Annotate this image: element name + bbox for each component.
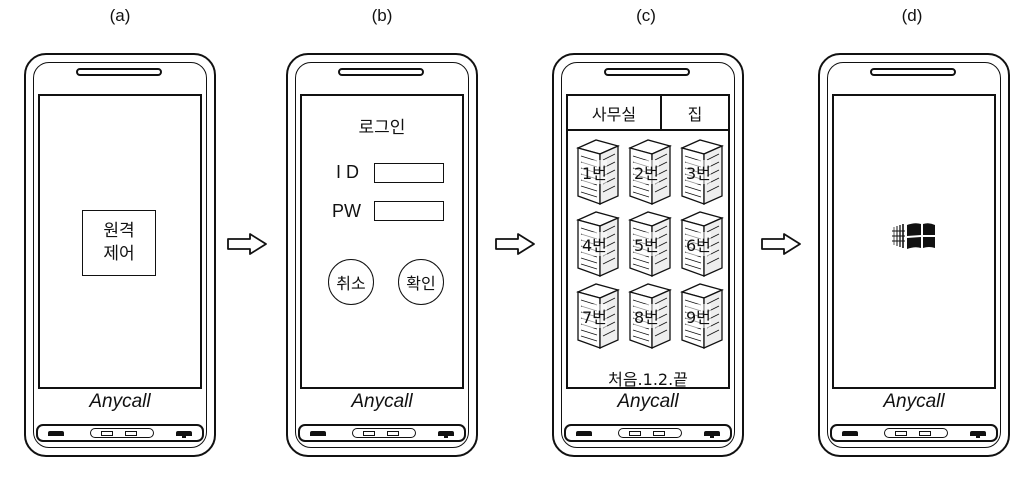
server-tile[interactable]: 3번: [678, 138, 726, 206]
server-label: 7번: [582, 304, 607, 328]
server-tile[interactable]: 5번: [626, 210, 674, 278]
pw-label: PW: [332, 201, 361, 221]
hardware-keybar: [298, 424, 466, 442]
brand-label: Anycall: [351, 391, 413, 412]
end-key-icon[interactable]: [704, 431, 720, 438]
menu-key[interactable]: [618, 428, 682, 438]
server-tile[interactable]: 1번: [574, 138, 622, 206]
end-key-icon[interactable]: [438, 431, 454, 438]
server-label: 6번: [686, 232, 711, 256]
panel-label-c: (c): [636, 6, 656, 25]
server-tile[interactable]: 8번: [626, 282, 674, 350]
speaker-grille: [76, 68, 162, 76]
server-label: 4번: [582, 232, 607, 256]
call-key-icon[interactable]: [48, 431, 64, 436]
menu-key[interactable]: [90, 428, 154, 438]
arrow-right-icon: [495, 233, 535, 255]
speaker-grille: [870, 68, 956, 76]
tab-office[interactable]: 사무실: [591, 104, 637, 124]
phone-a: 원격 제어 Anycall: [24, 53, 216, 457]
phone-c: 사무실 집 1번 2번 3번 4번 5번 6번 7번 8번 9번 처음.1.2.끝 Anycal…: [552, 53, 744, 457]
brand-label: Anycall: [89, 391, 151, 412]
phone-bezel: [561, 62, 735, 448]
phone-b: 로그인 I D PW 취소 확인 Anycall: [286, 53, 478, 457]
call-key-icon[interactable]: [576, 431, 592, 436]
panel-label-b: (b): [371, 6, 393, 25]
cancel-button[interactable]: 취소: [328, 259, 374, 305]
server-label: 9번: [686, 304, 711, 328]
server-label: 8번: [634, 304, 659, 328]
phone-d: Anycall: [818, 53, 1010, 457]
remote-label-line2: 제어: [103, 244, 135, 264]
server-tile[interactable]: 4번: [574, 210, 622, 278]
id-input[interactable]: [374, 163, 444, 183]
server-tile[interactable]: 2번: [626, 138, 674, 206]
hardware-keybar: [830, 424, 998, 442]
tab-home[interactable]: 집: [687, 104, 703, 124]
screen-a: 원격 제어: [38, 94, 202, 389]
speaker-grille: [604, 68, 690, 76]
end-key-icon[interactable]: [176, 431, 192, 438]
login-title: 로그인: [358, 118, 406, 138]
server-tile[interactable]: 6번: [678, 210, 726, 278]
call-key-icon[interactable]: [310, 431, 326, 436]
hardware-keybar: [36, 424, 204, 442]
id-label: I D: [336, 162, 360, 182]
menu-key[interactable]: [884, 428, 948, 438]
arrow-right-icon: [761, 233, 801, 255]
phone-bezel: [33, 62, 207, 448]
server-tile[interactable]: 7번: [574, 282, 622, 350]
tab-divider: [660, 96, 662, 129]
speaker-grille: [338, 68, 424, 76]
menu-key[interactable]: [352, 428, 416, 438]
server-tile[interactable]: 9번: [678, 282, 726, 350]
phone-bezel: [827, 62, 1001, 448]
server-label: 2번: [634, 160, 659, 184]
screen-c: 사무실 집 1번 2번 3번 4번 5번 6번 7번 8번 9번 처음.1.2.끝: [566, 94, 730, 389]
server-label: 1번: [582, 160, 607, 184]
arrow-right-icon: [227, 233, 267, 255]
panel-label-a: (a): [109, 6, 131, 25]
brand-label: Anycall: [883, 391, 945, 412]
location-tabs: 사무실 집: [568, 96, 728, 131]
screen-b: 로그인 I D PW 취소 확인: [300, 94, 464, 389]
windows-logo-icon: [892, 223, 935, 249]
pw-input[interactable]: [374, 201, 444, 221]
confirm-button[interactable]: 확인: [398, 259, 444, 305]
panel-label-d: (d): [901, 6, 923, 25]
brand-label: Anycall: [617, 391, 679, 412]
hardware-keybar: [564, 424, 732, 442]
server-label: 3번: [686, 160, 711, 184]
pagination[interactable]: 처음.1.2.끝: [608, 370, 688, 389]
end-key-icon[interactable]: [970, 431, 986, 438]
phone-bezel: [295, 62, 469, 448]
server-label: 5번: [634, 232, 659, 256]
remote-control-button[interactable]: 원격 제어: [82, 210, 156, 276]
screen-d: [832, 94, 996, 389]
remote-label-line1: 원격: [103, 221, 135, 241]
call-key-icon[interactable]: [842, 431, 858, 436]
